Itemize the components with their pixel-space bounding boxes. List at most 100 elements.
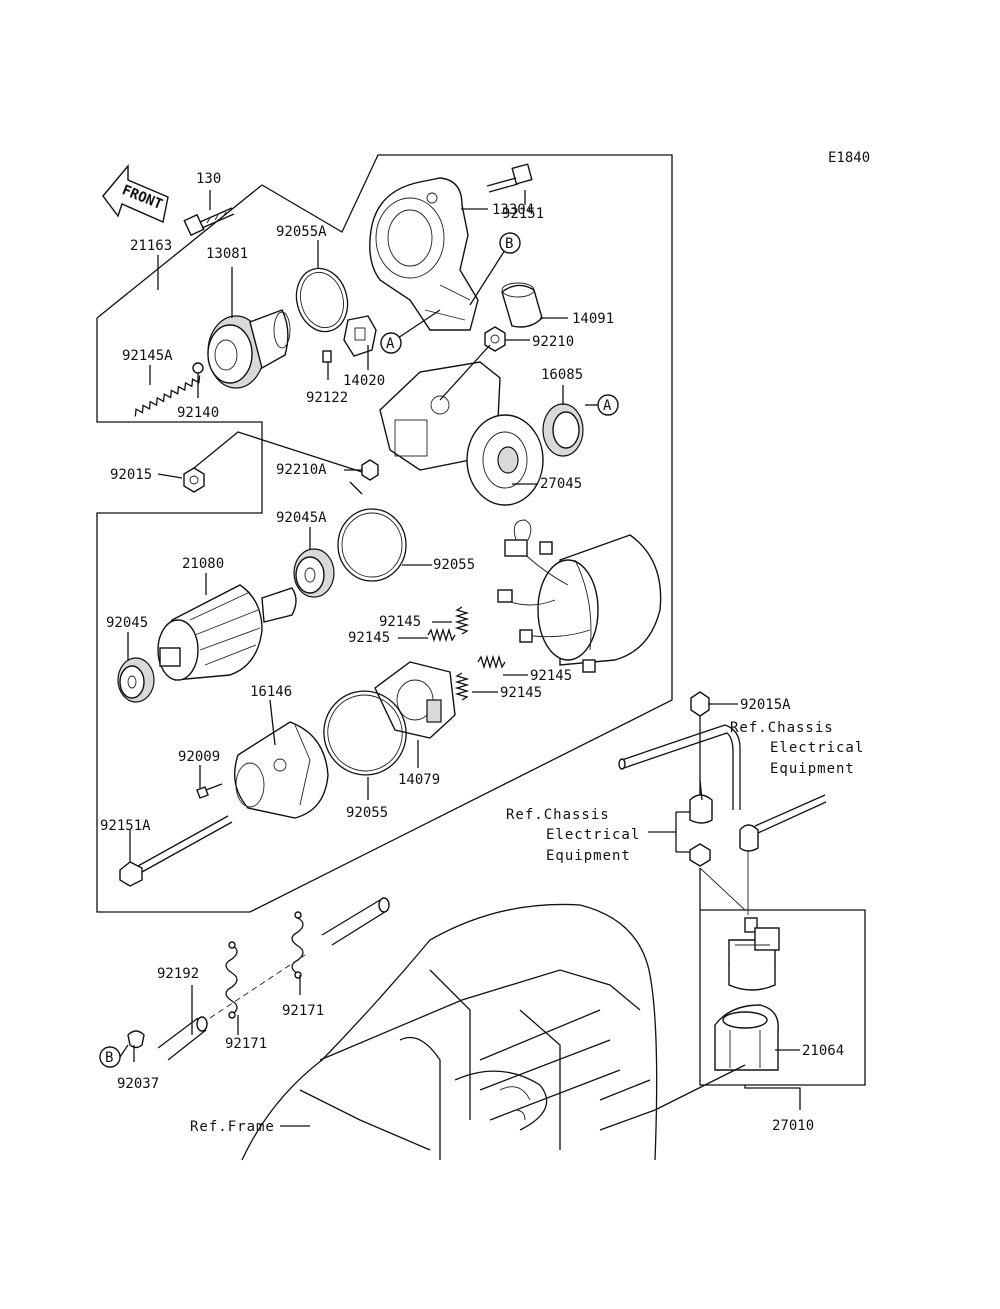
callout-a-2: A — [597, 394, 619, 416]
callout-a-1: A — [380, 332, 402, 354]
bearing-92045-icon — [117, 657, 155, 703]
part-label-92055A: 92055A — [276, 224, 327, 240]
leader-lines — [119, 190, 801, 1127]
housing-27045-icon — [379, 361, 544, 506]
o-ring-92055-icon — [337, 508, 407, 582]
ref-frame-label: Ref.Frame — [190, 1119, 275, 1135]
ref-chassis-mid-line1: Ref.Chassis — [506, 807, 610, 823]
o-ring-92055A-inner — [300, 271, 344, 329]
nut-92015A-icon — [690, 691, 710, 717]
part-label-92045: 92045 — [106, 615, 148, 631]
part-label-92037: 92037 — [117, 1076, 159, 1092]
spring-92145A-icon — [134, 375, 201, 417]
part-label-92122: 92122 — [306, 390, 348, 406]
bearing-92045A-icon — [293, 548, 335, 598]
part-label-92145-1: 92145 — [379, 614, 421, 630]
bolt-130-icon — [183, 207, 235, 237]
ref-chassis-mid-line3: Equipment — [546, 848, 631, 864]
part-label-27010: 27010 — [772, 1118, 814, 1134]
part-label-21064: 21064 — [802, 1043, 844, 1059]
armature-21080-icon — [157, 584, 297, 681]
nut-92015-icon — [183, 467, 205, 493]
part-label-21163: 21163 — [130, 238, 172, 254]
ref-chassis-top-line1: Ref.Chassis — [730, 720, 834, 736]
svg-text:A: A — [603, 398, 612, 414]
brush-holder-14079-icon — [374, 661, 456, 739]
svg-text:B: B — [505, 236, 513, 252]
coupling-14020-icon — [343, 315, 377, 357]
nut-terminal-icon — [689, 843, 711, 867]
svg-text:A: A — [386, 336, 395, 352]
part-label-92055-2: 92055 — [346, 805, 388, 821]
part-label-92192: 92192 — [157, 966, 199, 982]
part-label-92009: 92009 — [178, 749, 220, 765]
ball-92140-icon — [192, 362, 204, 374]
screw-92009-icon — [196, 783, 223, 799]
ref-chassis-top-line2: Electrical — [770, 740, 864, 756]
part-label-92045A: 92045A — [276, 510, 327, 526]
part-label-92015: 92015 — [110, 467, 152, 483]
part-label-92140: 92140 — [177, 405, 219, 421]
spring-92145-4-icon — [454, 672, 470, 701]
part-label-92145-4: 92145 — [500, 685, 542, 701]
end-cover-16146-icon — [234, 721, 329, 819]
part-label-92145-3: 92145 — [530, 668, 572, 684]
callout-b-1: B — [499, 232, 521, 254]
part-label-92171-1: 92171 — [282, 1003, 324, 1019]
part-label-92015A: 92015A — [740, 697, 791, 713]
assembly-outline — [96, 154, 673, 913]
spring-92145-2-icon — [427, 627, 456, 643]
clip-92171-2-icon — [291, 917, 304, 975]
part-label-92055: 92055 — [433, 557, 475, 573]
part-label-92145A: 92145A — [122, 348, 173, 364]
terminal-cap-1-icon — [689, 779, 713, 824]
o-ring-92055-2-icon — [323, 690, 407, 776]
part-label-130: 130 — [196, 171, 221, 187]
bolt-92151-icon — [486, 163, 533, 193]
pin-92122-icon — [322, 350, 332, 363]
spring-92145-3-icon — [477, 654, 506, 670]
part-label-92145-2: 92145 — [348, 630, 390, 646]
part-label-92151A: 92151A — [100, 818, 151, 834]
part-label-13304: 13304 — [492, 202, 534, 218]
part-label-14091: 14091 — [572, 311, 614, 327]
clip-92171-1-icon — [225, 944, 238, 1016]
frame-icon — [241, 903, 658, 1161]
part-label-27045: 27045 — [540, 476, 582, 492]
spring-92145-1-icon — [454, 606, 470, 635]
tube-92192-icon — [157, 1016, 208, 1061]
part-label-92171-2: 92171 — [225, 1036, 267, 1052]
part-label-92151: 92151 — [502, 206, 544, 222]
part-label-92210: 92210 — [532, 334, 574, 350]
front-arrow-icon: FRONT — [102, 164, 169, 223]
ref-chassis-top-line3: Equipment — [770, 761, 855, 777]
starter-relay-icon — [728, 917, 780, 991]
part-label-16146: 16146 — [250, 684, 292, 700]
battery-cable-icon — [618, 724, 827, 834]
relay-cover-21064-icon — [714, 1004, 779, 1071]
part-label-14079: 14079 — [398, 772, 440, 788]
diagram-code: E1840 — [828, 150, 870, 166]
gear-16085-icon — [542, 403, 584, 457]
part-label-13081: 13081 — [206, 246, 248, 262]
part-label-21080: 21080 — [182, 556, 224, 572]
gear-case-13304-icon — [369, 177, 479, 331]
ref-bracket-mid — [648, 811, 690, 853]
ref-chassis-mid-line2: Electrical — [546, 827, 640, 843]
relay-outline — [699, 868, 866, 1086]
part-label-14020: 14020 — [343, 373, 385, 389]
clamp-92037-icon — [127, 1030, 145, 1049]
svg-text:B: B — [105, 1050, 113, 1066]
part-label-16085: 16085 — [541, 367, 583, 383]
o-ring-92055A-icon — [295, 267, 349, 333]
terminal-cap-2-icon — [739, 824, 759, 852]
tube-upper-icon — [321, 897, 390, 946]
part-label-92210A: 92210A — [276, 462, 327, 478]
pinion-13081-icon — [207, 309, 291, 389]
callout-b-2: B — [99, 1046, 121, 1068]
nut-92210A-icon — [361, 459, 379, 481]
yoke-icon — [497, 519, 662, 673]
boot-14091-icon — [501, 282, 543, 328]
